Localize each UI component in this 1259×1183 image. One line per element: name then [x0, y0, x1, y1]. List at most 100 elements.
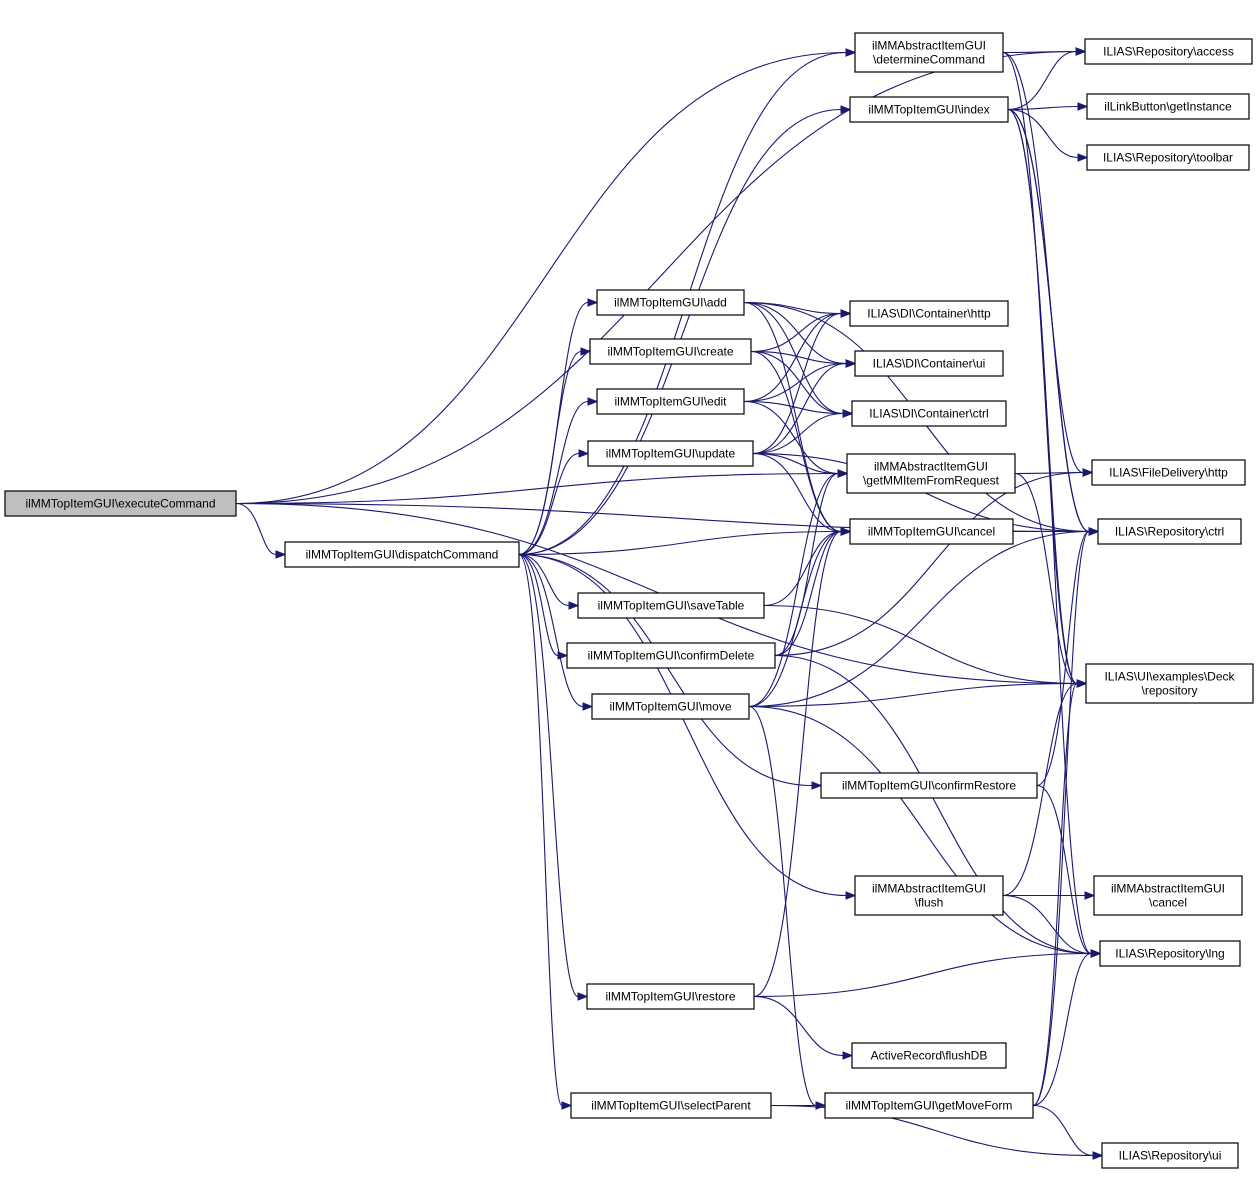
- node-cancel[interactable]: ilMMTopItemGUI\cancel: [849, 518, 1014, 545]
- edge-dispatch-command-to-cancel: [518, 527, 852, 556]
- node-restore[interactable]: ilMMTopItemGUI\restore: [586, 983, 755, 1010]
- edge-arrowhead: [840, 309, 852, 318]
- node-box: [1086, 144, 1250, 171]
- edge-move-to-repo-lng: [748, 705, 1102, 958]
- node-repo-lng[interactable]: ILIAS\Repository\lng: [1099, 940, 1241, 967]
- node-box: [846, 453, 1016, 494]
- node-box: [591, 693, 750, 720]
- edge-line: [1007, 108, 1084, 474]
- node-box: [1099, 940, 1241, 967]
- node-determine-command[interactable]: ilMMAbstractItemGUI\determineCommand: [854, 32, 1004, 73]
- edge-restore-to-flush-db: [753, 995, 854, 1060]
- node-abs-cancel[interactable]: ilMMAbstractItemGUI\cancel: [1093, 875, 1243, 916]
- edge-dispatch-command-to-confirm-restore: [518, 553, 823, 790]
- node-label: ilMMTopItemGUI\create: [607, 345, 733, 359]
- edge-arrowhead: [580, 347, 592, 356]
- edge-arrowhead: [1076, 679, 1088, 688]
- node-label: \cancel: [1149, 896, 1187, 910]
- node-box: [851, 1042, 1007, 1069]
- node-fd-http[interactable]: ILIAS\FileDelivery\http: [1091, 459, 1246, 486]
- edge-line: [518, 553, 570, 607]
- node-link-button[interactable]: ilLinkButton\getInstance: [1086, 93, 1250, 120]
- edge-restore-to-cancel: [753, 527, 852, 998]
- node-save-table[interactable]: ilMMTopItemGUI\saveTable: [577, 592, 765, 619]
- edge-line: [752, 312, 842, 455]
- edge-arrowhead: [1092, 1151, 1104, 1160]
- edge-execute-command-to-dispatch-command: [235, 502, 287, 559]
- node-box: [596, 289, 745, 316]
- edge-arrowhead: [845, 359, 857, 368]
- node-get-mmitem[interactable]: ilMMAbstractItemGUI\getMMItemFromRequest: [846, 453, 1016, 494]
- edge-arrowhead: [1082, 468, 1094, 477]
- node-add[interactable]: ilMMTopItemGUI\add: [596, 289, 745, 316]
- node-box: [849, 518, 1014, 545]
- edge-confirm-delete-to-fd-http: [774, 468, 1094, 657]
- edge-arrowhead: [1088, 527, 1100, 536]
- edge-line: [1007, 108, 1090, 533]
- edge-arrowhead: [840, 105, 852, 114]
- node-repo-ctrl[interactable]: ILIAS\Repository\ctrl: [1097, 518, 1242, 545]
- node-box: [854, 875, 1004, 916]
- edge-index-to-repo-access: [1007, 47, 1087, 111]
- node-select-parent[interactable]: ilMMTopItemGUI\selectParent: [570, 1092, 772, 1119]
- node-edit[interactable]: ilMMTopItemGUI\edit: [596, 388, 745, 415]
- node-index[interactable]: ilMMTopItemGUI\index: [849, 96, 1009, 123]
- node-di-ctrl[interactable]: ILIAS\DI\Container\ctrl: [851, 400, 1007, 427]
- node-label: ilMMTopItemGUI\selectParent: [591, 1099, 751, 1113]
- edge-line: [518, 400, 589, 556]
- edge-line: [235, 51, 847, 505]
- edge-update-to-di-http: [752, 309, 852, 455]
- node-label: ILIAS\FileDelivery\http: [1109, 466, 1228, 480]
- node-flush[interactable]: ilMMAbstractItemGUI\flush: [854, 875, 1004, 916]
- edge-arrowhead: [587, 298, 599, 307]
- edge-line: [1007, 108, 1079, 159]
- edge-line: [1032, 530, 1090, 1107]
- edge-create-to-di-http: [750, 309, 852, 353]
- edge-line: [752, 412, 844, 455]
- edge-line: [1032, 1104, 1094, 1157]
- edge-line: [750, 312, 842, 353]
- node-box: [851, 400, 1007, 427]
- node-confirm-restore[interactable]: ilMMTopItemGUI\confirmRestore: [820, 772, 1038, 799]
- edge-determine-command-to-repo-ctrl: [1002, 51, 1100, 536]
- node-create[interactable]: ilMMTopItemGUI\create: [589, 338, 752, 365]
- node-box: [854, 32, 1004, 73]
- node-box: [570, 1092, 772, 1119]
- edge-line: [518, 553, 813, 787]
- node-box: [596, 388, 745, 415]
- node-repo-toolbar[interactable]: ILIAS\Repository\toolbar: [1086, 144, 1250, 171]
- node-repo-access[interactable]: ILIAS\Repository\access: [1084, 38, 1253, 65]
- node-label: ilMMAbstractItemGUI: [872, 39, 986, 53]
- edge-line: [518, 553, 584, 708]
- node-di-ui[interactable]: ILIAS\DI\Container\ui: [854, 350, 1004, 377]
- node-label: \flush: [915, 896, 944, 910]
- node-di-http[interactable]: ILIAS\DI\Container\http: [849, 300, 1009, 327]
- edge-restore-to-repo-lng: [753, 949, 1102, 998]
- edge-dispatch-command-to-index: [518, 105, 852, 556]
- edge-index-to-fd-http: [1007, 108, 1094, 477]
- node-box: [1085, 663, 1254, 704]
- node-repo-ui[interactable]: ILIAS\Repository\ui: [1101, 1142, 1239, 1169]
- edge-update-to-cancel: [752, 452, 852, 536]
- edge-arrowhead: [561, 1101, 573, 1110]
- node-label: ilMMTopItemGUI\update: [606, 447, 736, 461]
- node-get-move-form[interactable]: ilMMTopItemGUI\getMoveForm: [824, 1092, 1034, 1119]
- edge-line: [1002, 51, 1078, 685]
- node-confirm-delete[interactable]: ilMMTopItemGUI\confirmDelete: [566, 642, 776, 669]
- node-move[interactable]: ilMMTopItemGUI\move: [591, 693, 750, 720]
- node-flush-db[interactable]: ActiveRecord\flushDB: [851, 1042, 1007, 1069]
- edge-line: [518, 530, 842, 556]
- edge-dispatch-command-to-save-table: [518, 553, 580, 610]
- edge-arrowhead: [582, 702, 594, 711]
- node-update[interactable]: ilMMTopItemGUI\update: [587, 440, 754, 467]
- node-label: ilMMTopItemGUI\dispatchCommand: [306, 548, 499, 562]
- node-dispatch-command[interactable]: ilMMTopItemGUI\dispatchCommand: [284, 541, 520, 568]
- node-label: ilMMTopItemGUI\getMoveForm: [846, 1099, 1013, 1113]
- edge-move-to-deck-repo: [748, 679, 1088, 708]
- edge-line: [748, 682, 1078, 708]
- edge-line: [748, 472, 839, 708]
- edge-execute-command-to-get-mmitem: [235, 469, 849, 505]
- node-deck-repo[interactable]: ILIAS\UI\examples\Deck\repository: [1085, 663, 1254, 704]
- edge-line: [774, 471, 1084, 657]
